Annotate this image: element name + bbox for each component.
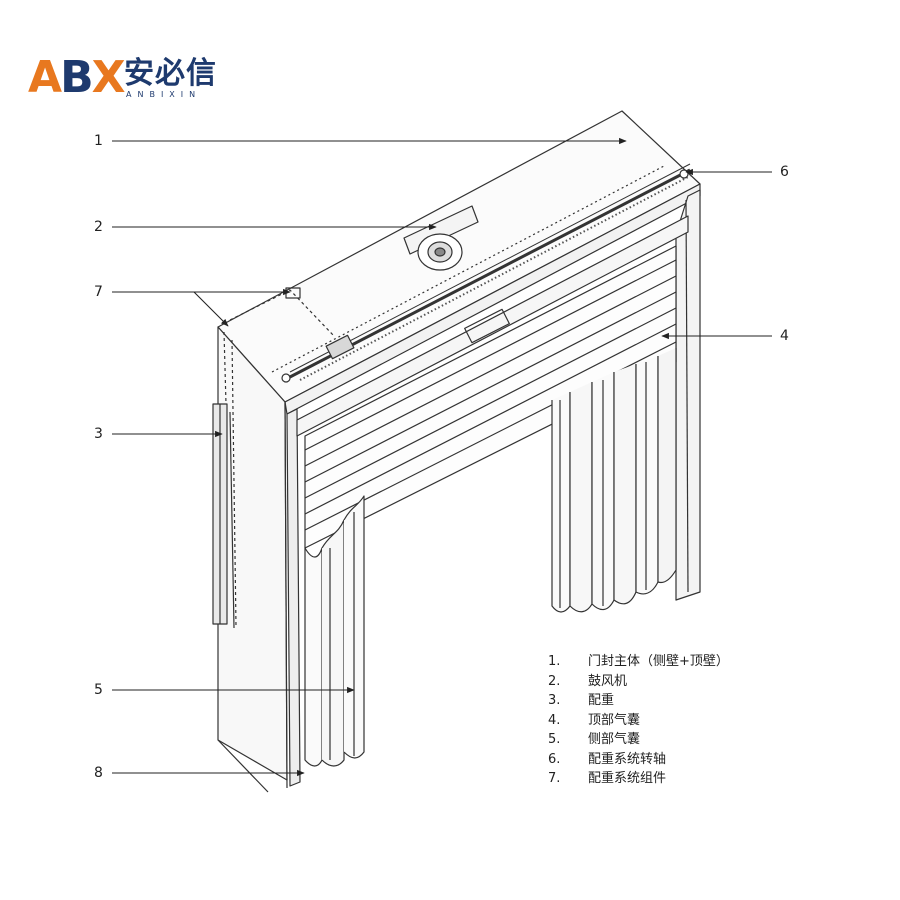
legend-number: 4. [548,712,561,728]
callout-3: 3 [94,426,103,442]
legend-number: 5. [548,732,561,747]
legend-text: 门封主体（侧壁+顶壁） [588,654,729,669]
legend-text: 配重 [588,693,615,708]
logo-letter-b: B [60,52,94,103]
legend-text: 侧部气囊 [588,732,641,747]
parts-legend: 1. 门封主体（侧壁+顶壁） 2. 鼓风机 3. 配重 4. 顶部气囊 5. 侧部气囊 6… [548,652,729,789]
legend-item: 7. 配重系统组件 [548,769,729,789]
callout-1: 1 [94,133,103,149]
legend-text: 鼓风机 [588,673,628,689]
leader-7b [193,291,229,327]
logo-chinese-name: 安必信 [124,56,217,91]
left-side-airbag [304,547,323,767]
legend-item: 4. 顶部气囊 [548,711,729,731]
legend-number: 1. [548,654,561,669]
logo-english-name: ANBIXIN [126,90,202,99]
legend-number: 2. [548,673,561,689]
legend-text: 配重系统转轴 [588,751,667,767]
legend-text: 顶部气囊 [588,712,641,728]
callout-7: 7 [94,284,103,300]
top-curtain-frame [296,215,689,437]
counterweight-shaft [287,168,691,380]
legend-number: 6. [548,751,561,767]
legend-text: 配重系统组件 [588,771,667,786]
callout-2: 2 [94,219,103,235]
callout-6: 6 [780,164,789,180]
legend-item: 5. 侧部气囊 [548,730,729,750]
brand-logo: ABX 安必信 ANBIXIN [28,56,238,104]
legend-number: 7. [548,771,561,786]
left-wall-front-edge [286,408,301,787]
legend-number: 3. [548,693,561,708]
legend-item: 3. 配重 [548,691,729,711]
callout-5: 5 [94,682,103,698]
legend-item: 1. 门封主体（侧壁+顶壁） [548,652,729,672]
callout-8: 8 [94,765,103,781]
callout-4: 4 [780,328,789,344]
logo-letters: ABX [28,56,126,100]
right-side-airbag [551,392,571,613]
logo-letter-x: X [91,52,126,103]
legend-item: 6. 配重系统转轴 [548,750,729,770]
legend-item: 2. 鼓风机 [548,672,729,692]
logo-letter-a: A [28,52,62,103]
left-side-wall [217,326,288,781]
